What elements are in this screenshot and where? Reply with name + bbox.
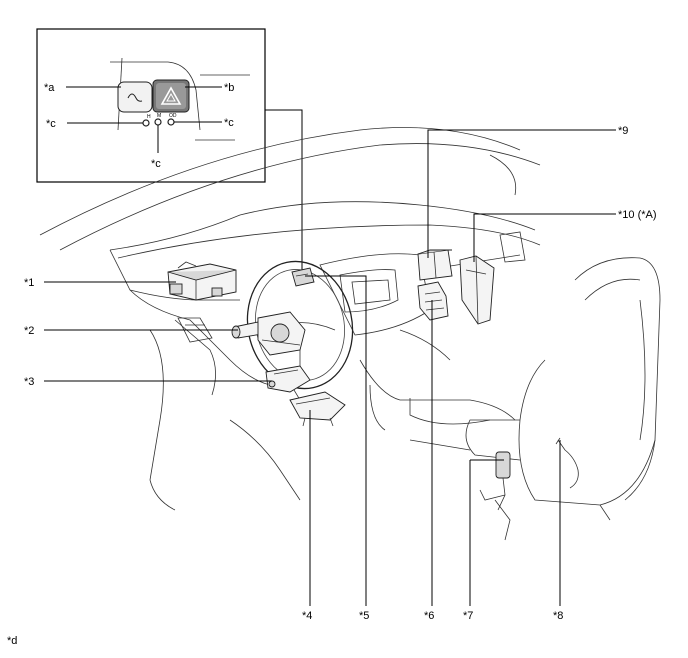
callout-c-left: *c [46,118,56,130]
part-4-knee-module [289,391,346,427]
callout-5: *5 [359,610,369,622]
switch-detail-inset: H M OD [36,28,266,183]
part-2-switch-assembly [231,311,306,356]
callout-9: *9 [618,125,628,137]
part-5-steering-connector [291,267,315,287]
callout-8: *8 [553,610,563,622]
callout-3: *3 [24,376,34,388]
part-6-connector-block [417,281,449,321]
leader-lines [44,129,616,606]
mark-h: H [147,114,151,120]
callout-7: *7 [463,610,473,622]
callout-a: *a [44,82,55,94]
callout-1: *1 [24,277,34,289]
hazard-switch-button [152,79,190,113]
part-10-side-module [459,255,495,325]
part-7-seat-belt-buckle [479,451,511,511]
part-8-seat-harness [555,437,579,489]
switch-button-left [117,81,153,113]
callout-10: *10 (*A) [618,209,657,221]
callout-labels: *a *b *c *c *c *1 *2 *3 *4 *5 *6 *7 *8 *… [7,82,657,647]
part-1-module [167,261,237,301]
callout-c-right: *c [224,117,234,129]
callout-2: *2 [24,325,34,337]
callout-c-bottom: *c [151,158,161,170]
callout-4: *4 [302,610,312,622]
callout-d: *d [7,635,17,647]
callout-b: *b [224,82,234,94]
mark-od: OD [169,113,177,119]
inset-leader-line [265,109,303,270]
mark-m: M [157,113,161,119]
vehicle-interior-sketch [39,127,661,541]
part-9-ecu [417,249,453,281]
callout-6: *6 [424,610,434,622]
